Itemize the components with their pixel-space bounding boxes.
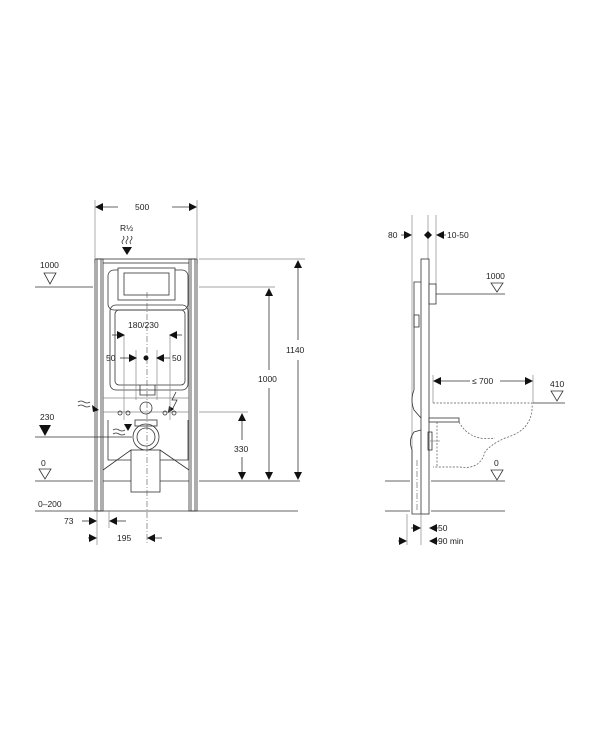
dim-50: 50 <box>438 523 448 533</box>
dim-330: 330 <box>234 444 248 454</box>
front-view: 500 R½ <box>35 200 305 545</box>
dim-1000: 1000 <box>258 374 277 384</box>
level-marker-filled-icon <box>39 425 51 436</box>
water-supply-icon <box>121 235 133 245</box>
level-plate-1000: 1000 <box>486 271 505 281</box>
dim-50-left: 50 <box>106 353 116 363</box>
dim-180-230: 180/230 <box>128 320 159 330</box>
level-1000: 1000 <box>40 260 59 270</box>
dim-80: 80 <box>388 230 398 240</box>
electric-icon <box>171 391 178 411</box>
level-marker-icon <box>490 282 504 293</box>
dim-50-right: 50 <box>172 353 182 363</box>
connection-label: R½ <box>120 223 133 233</box>
level-marker-icon <box>38 468 52 480</box>
level-floor-0: 0 <box>494 458 499 468</box>
floor-range: 0–200 <box>38 499 62 509</box>
level-marker-icon <box>43 272 57 285</box>
dim-90-min: 90 min <box>438 536 464 546</box>
dim-1140: 1140 <box>286 345 305 355</box>
level-marker-icon <box>490 469 504 481</box>
level-230: 230 <box>40 412 54 422</box>
level-marker-icon <box>550 390 564 402</box>
dim-195: 195 <box>117 533 131 543</box>
water-drain-icon <box>112 428 126 436</box>
level-0: 0 <box>41 458 46 468</box>
water-inlet-icon <box>77 400 91 408</box>
dim-700: ≤ 700 <box>472 376 493 386</box>
side-view: 80 10-50 1000 ≤ 700 410 0 <box>385 215 565 546</box>
level-seat-410: 410 <box>550 379 564 389</box>
dim-500: 500 <box>135 202 149 212</box>
dim-73: 73 <box>64 516 74 526</box>
dim-10-50: 10-50 <box>447 230 469 240</box>
